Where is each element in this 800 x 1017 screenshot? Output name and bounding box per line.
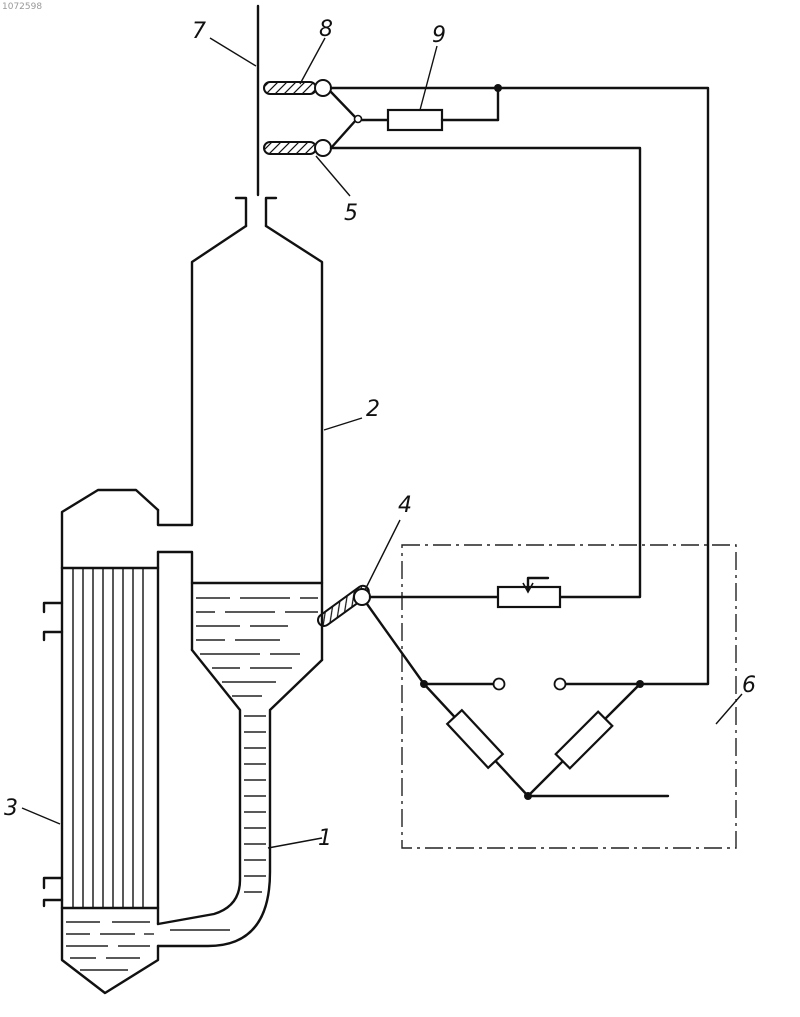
bridge-box-6 [367, 545, 736, 848]
label-9: 9 [432, 23, 446, 48]
leader-lines [22, 38, 742, 848]
label-8: 8 [319, 17, 333, 42]
u-tube-1 [158, 583, 322, 946]
label-5: 5 [344, 201, 358, 226]
label-1: 1 [318, 826, 332, 851]
label-4: 4 [398, 493, 412, 518]
label-3: 3 [4, 796, 18, 821]
probe-5 [264, 140, 331, 156]
sump-liquid [66, 922, 154, 970]
probe-4 [316, 583, 372, 628]
label-6: 6 [742, 673, 756, 698]
resistor-9 [331, 84, 502, 148]
label-7: 7 [192, 19, 206, 44]
heat-exchanger-3 [44, 490, 192, 993]
probe-8 [264, 80, 331, 96]
corner-code: 1072598 [2, 2, 42, 12]
column-2 [158, 198, 322, 660]
label-2: 2 [366, 397, 380, 422]
tube-bundle [73, 568, 143, 908]
